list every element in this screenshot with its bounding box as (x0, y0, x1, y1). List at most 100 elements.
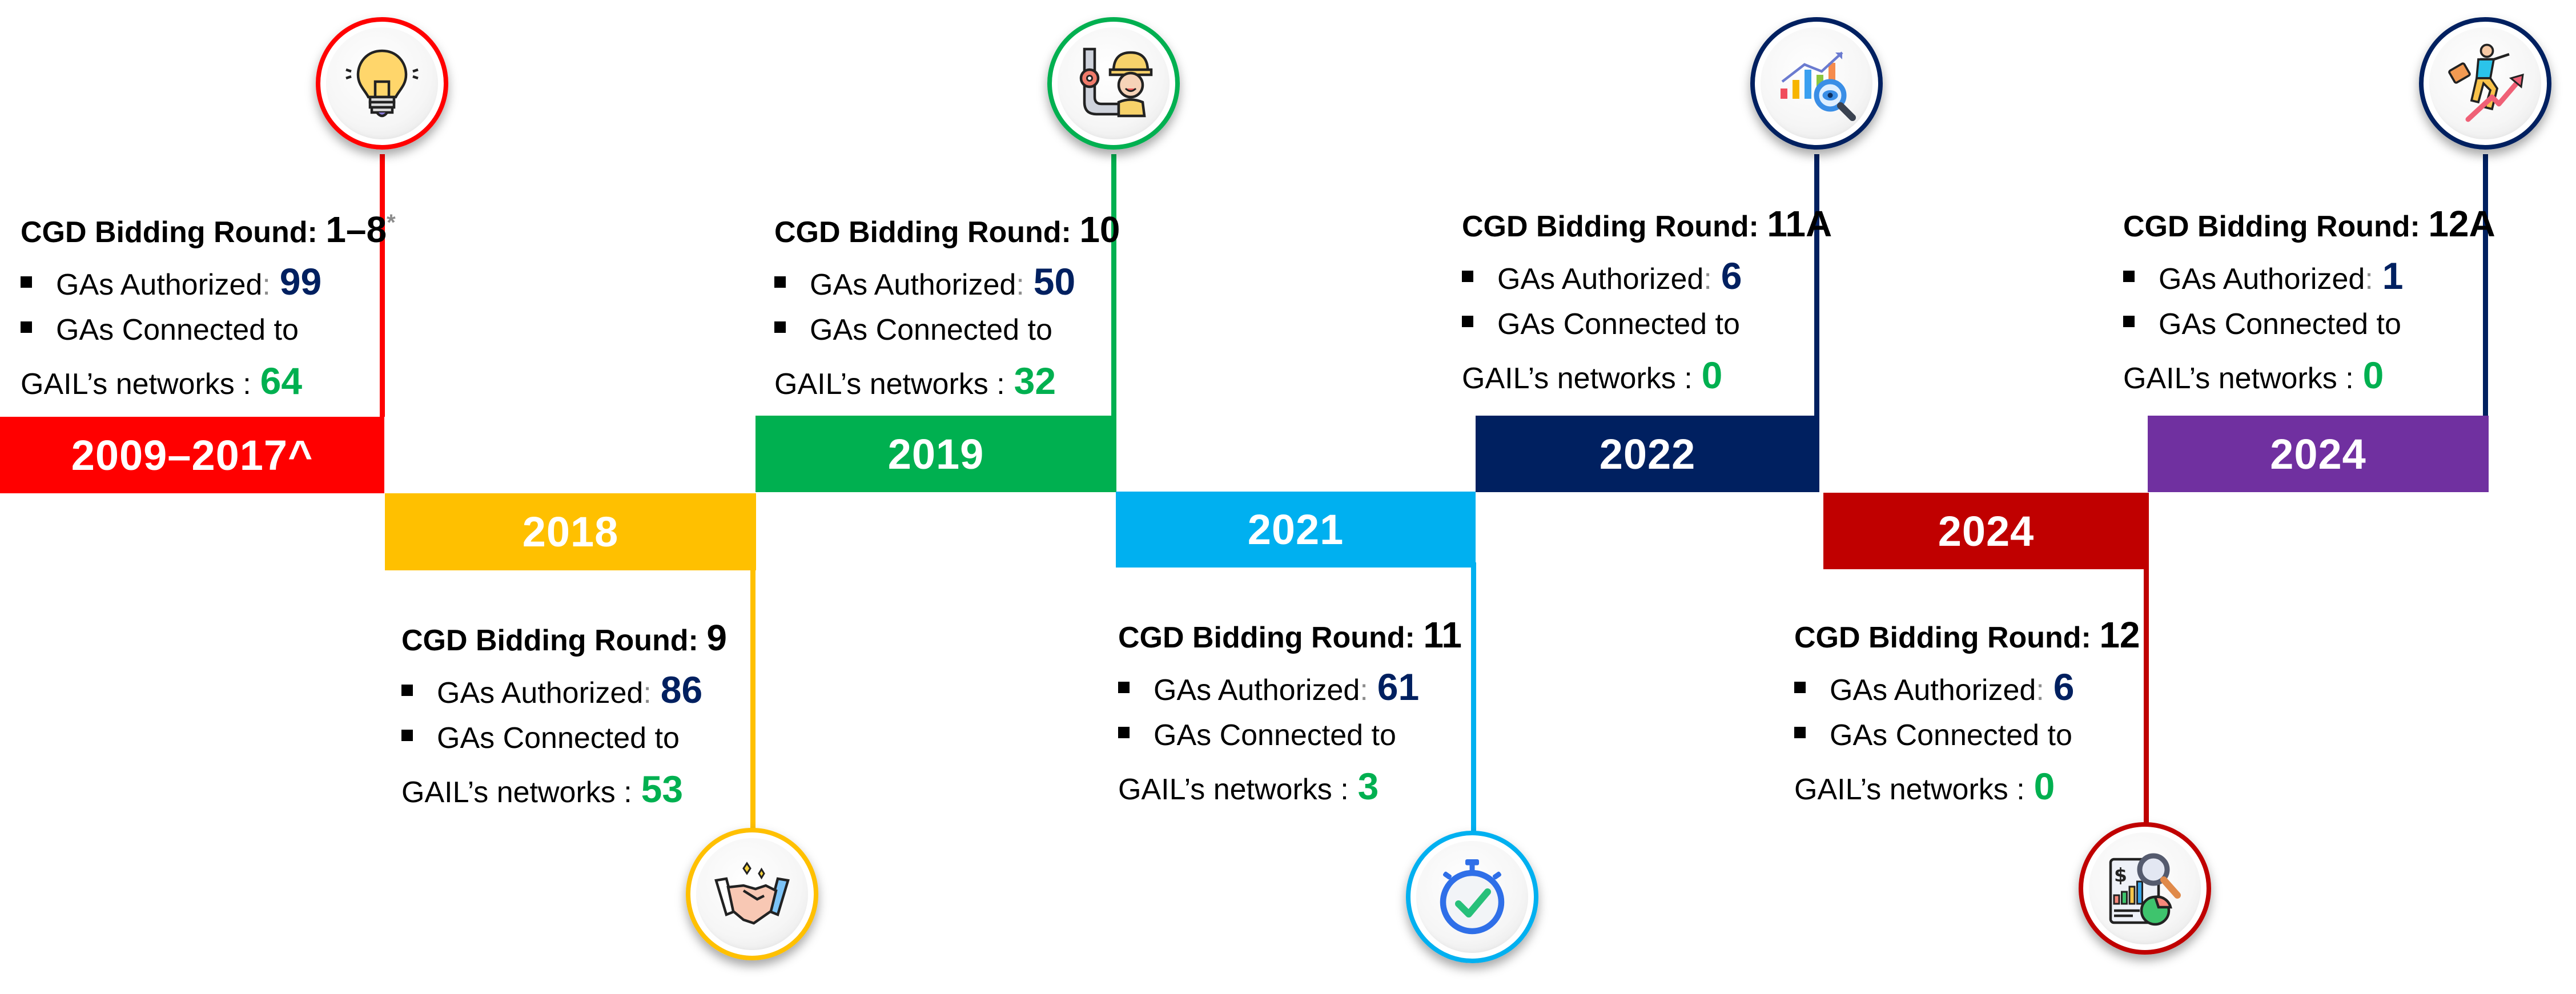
authorized-row: GAs Authorized:6 (1462, 257, 1832, 295)
pipeline-worker-icon (1079, 47, 1153, 118)
milestone-icon-circle (2419, 17, 2551, 150)
bullet-icon (1794, 682, 1806, 693)
authorized-row: GAs Authorized:86 (401, 671, 727, 709)
financial-report-icon: $ (2109, 853, 2181, 926)
connector-line (2144, 565, 2149, 834)
round-number: 11A (1767, 203, 1832, 244)
connected-value: 0 (2362, 354, 2384, 396)
authorized-value: 1 (2382, 255, 2404, 297)
connected-value: 32 (1014, 360, 1056, 402)
authorized-row: GAs Authorized:6 (1794, 668, 2140, 706)
authorized-value: 99 (279, 260, 322, 303)
bullet-icon (401, 730, 413, 741)
year-bar: 2024 (2148, 416, 2489, 492)
year-bar: 2019 (755, 416, 1116, 492)
bullet-icon (1118, 682, 1130, 693)
authorized-row: GAs Authorized:61 (1118, 668, 1462, 706)
connected-row: GAs Connected to (1118, 721, 1462, 750)
round-title: CGD Bidding Round: 10 (774, 209, 1120, 250)
bullet-icon (1462, 271, 1473, 282)
bullet-icon (774, 321, 786, 333)
round-number: 1–8 (325, 209, 387, 250)
stopwatch-check-icon (1440, 859, 1505, 935)
round-title: CGD Bidding Round: 11 (1118, 614, 1462, 655)
authorized-value: 6 (2053, 666, 2075, 708)
milestone-icon-circle: $ (2079, 822, 2211, 955)
round-title: CGD Bidding Round: 12 (1794, 614, 2140, 655)
year-label: 2021 (1247, 506, 1344, 553)
milestone-info: CGD Bidding Round: 9 GAs Authorized:86 G… (401, 619, 727, 808)
connected-row: GAs Connected to (401, 723, 727, 753)
year-label: 2024 (1938, 507, 2035, 555)
round-number: 12A (2428, 203, 2495, 244)
authorized-value: 86 (660, 669, 703, 711)
bullet-icon (21, 321, 32, 333)
milestone-info: CGD Bidding Round: 1–8* GAs Authorized:9… (21, 211, 396, 400)
connected-row-cont: GAIL’s networks :0 (1462, 354, 1723, 396)
connected-row: GAs Connected to (21, 315, 396, 345)
round-title: CGD Bidding Round: 9 (401, 617, 727, 658)
round-title: CGD Bidding Round: 11A (1462, 203, 1832, 244)
bullet-icon (1118, 727, 1130, 738)
bullet-icon (401, 685, 413, 696)
milestone-info: CGD Bidding Round: 12A GAs Authorized:1 … (2123, 206, 2495, 394)
connected-row-cont: GAIL’s networks :0 (2123, 354, 2384, 396)
connected-value: 0 (2034, 765, 2055, 807)
milestone-info: CGD Bidding Round: 11 GAs Authorized:61 … (1118, 617, 1462, 805)
connector-line (1111, 154, 1116, 417)
year-label: 2009–2017^ (71, 431, 314, 479)
year-bar: 2022 (1476, 416, 1819, 492)
milestone-icon-circle (1750, 17, 1883, 150)
milestone-info: CGD Bidding Round: 11A GAs Authorized:6 … (1462, 206, 1832, 394)
year-bar: 2021 (1116, 492, 1476, 568)
year-bar: 2018 (385, 493, 756, 570)
connected-value: 0 (1701, 354, 1723, 396)
career-growth-icon (2448, 43, 2524, 122)
round-number: 9 (706, 617, 727, 658)
svg-text:$: $ (2114, 864, 2127, 886)
connected-row-cont: GAIL’s networks :53 (401, 768, 684, 810)
milestone-icon-circle (686, 828, 818, 960)
connected-row: GAs Connected to (1462, 309, 1832, 339)
milestone-icon-circle (1406, 831, 1538, 963)
connected-value: 64 (260, 360, 303, 402)
authorized-value: 6 (1721, 255, 1742, 297)
round-number: 12 (2099, 614, 2140, 655)
round-number: 10 (1079, 209, 1120, 250)
connected-row: GAs Connected to (2123, 309, 2495, 339)
footnote-mark: * (387, 210, 396, 235)
authorized-row: GAs Authorized:50 (774, 263, 1120, 300)
round-title: CGD Bidding Round: 12A (2123, 203, 2495, 244)
year-bar: 2024 (1823, 493, 2149, 569)
connected-row: GAs Connected to (774, 315, 1120, 345)
authorized-value: 61 (1377, 666, 1420, 708)
year-label: 2019 (887, 430, 984, 478)
connected-row-cont: GAIL’s networks :0 (1794, 765, 2055, 807)
connector-line (2483, 154, 2488, 417)
year-label: 2022 (1599, 430, 1696, 478)
connected-value: 53 (641, 768, 684, 810)
bullet-icon (2123, 271, 2135, 282)
chart-analysis-icon (1781, 51, 1856, 121)
authorized-row: GAs Authorized:99 (21, 263, 396, 300)
bullet-icon (2123, 316, 2135, 327)
authorized-row: GAs Authorized:1 (2123, 257, 2495, 295)
connected-value: 3 (1357, 765, 1379, 807)
round-number: 11 (1423, 614, 1462, 655)
connected-row-cont: GAIL’s networks :3 (1118, 765, 1379, 807)
authorized-value: 50 (1033, 260, 1076, 303)
connected-row-cont: GAIL’s networks :32 (774, 360, 1056, 402)
bullet-icon (1462, 316, 1473, 327)
bullet-icon (21, 276, 32, 288)
milestone-icon-circle (1047, 17, 1180, 150)
milestone-info: CGD Bidding Round: 12 GAs Authorized:6 G… (1794, 617, 2140, 805)
connector-line (1814, 154, 1819, 417)
bullet-icon (774, 276, 786, 288)
year-bar: 2009–2017^ (0, 417, 384, 493)
bullet-icon (1794, 727, 1806, 738)
round-title: CGD Bidding Round: 1–8* (21, 209, 396, 250)
connector-line (380, 154, 385, 417)
milestone-info: CGD Bidding Round: 10 GAs Authorized:50 … (774, 211, 1120, 400)
lightbulb-icon (345, 49, 419, 118)
handshake-icon (714, 862, 790, 925)
